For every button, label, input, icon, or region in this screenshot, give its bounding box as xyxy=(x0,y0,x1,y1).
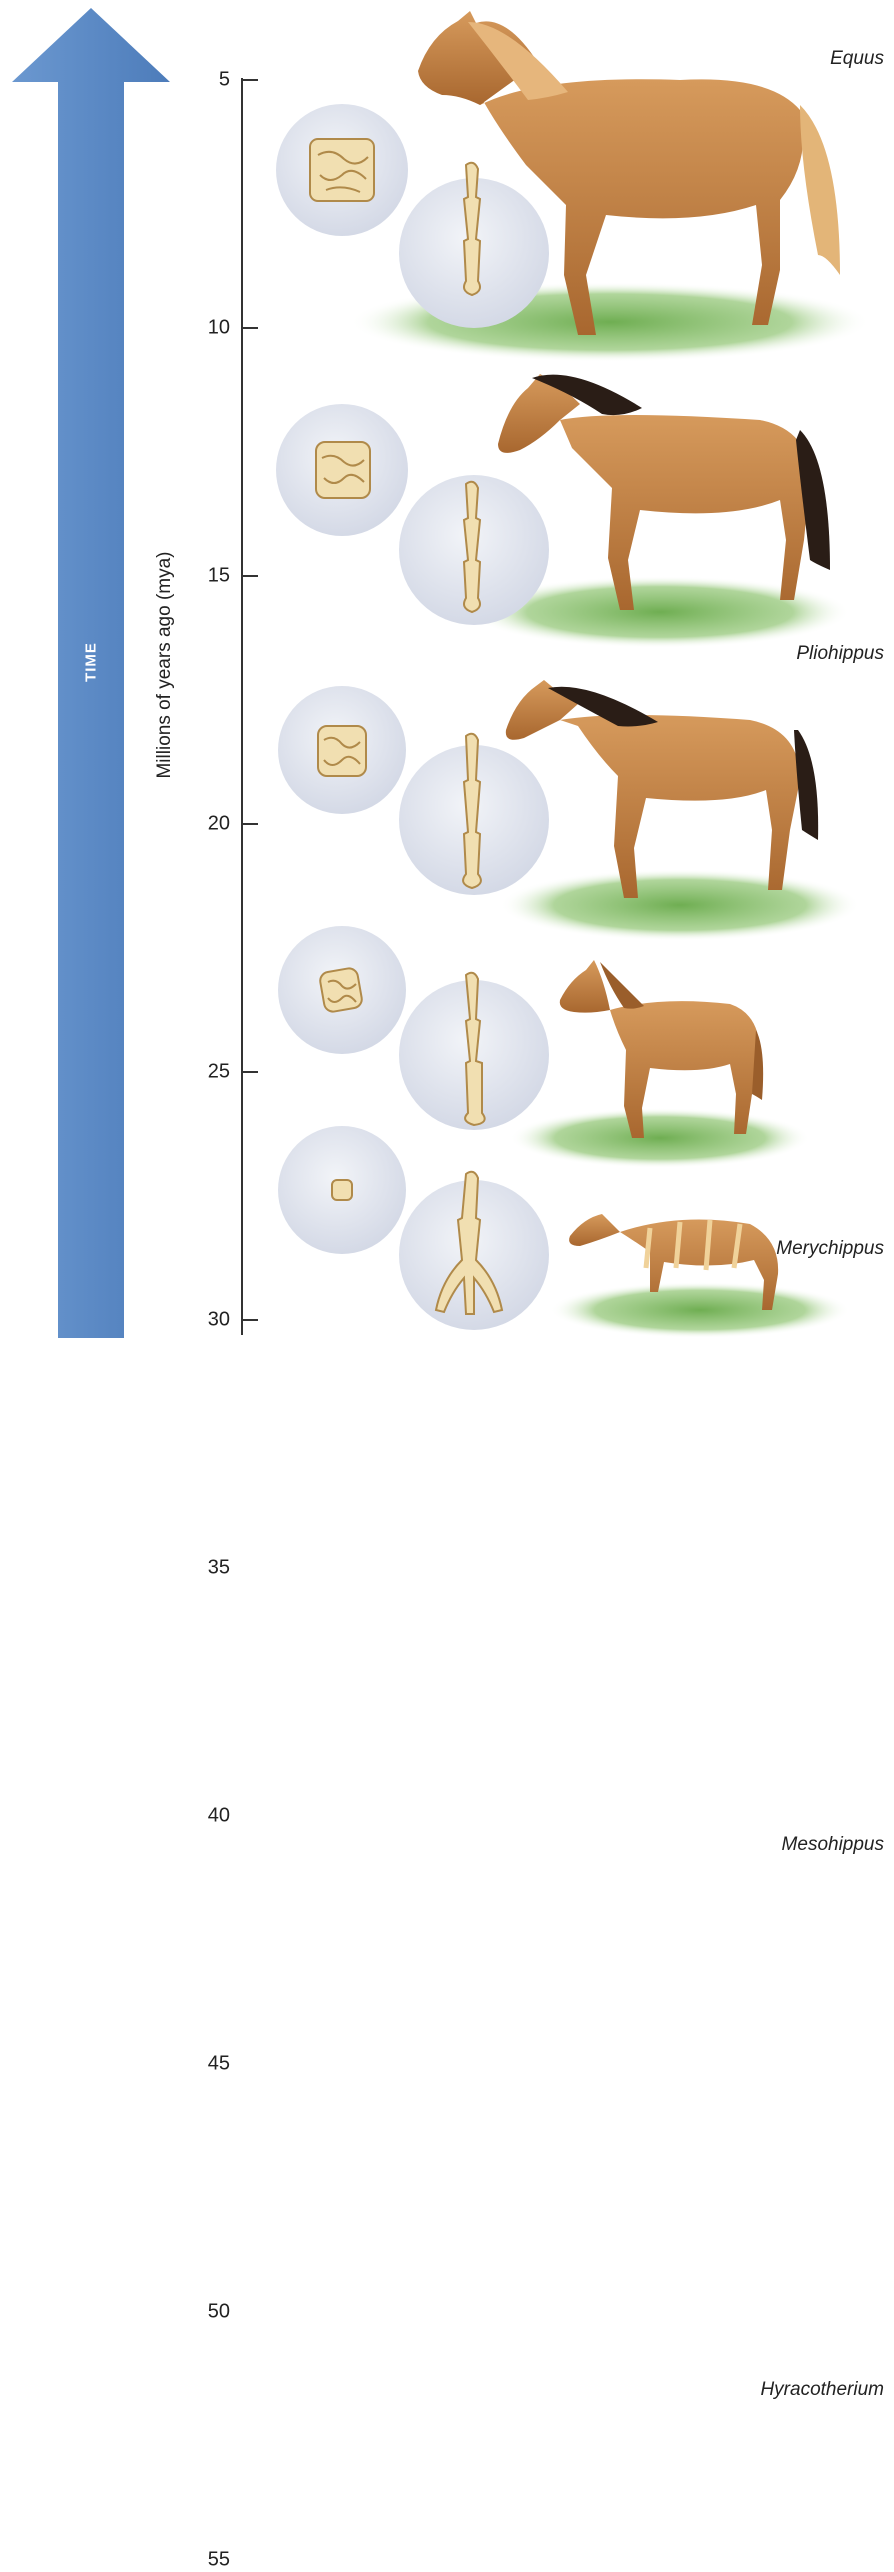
foot-bone xyxy=(464,482,480,612)
species-label: Equus xyxy=(830,48,884,70)
molar-tooth xyxy=(318,726,366,776)
axis-tick-label: 5 xyxy=(170,69,230,92)
illustration-canvas xyxy=(0,0,894,1347)
foot-bone xyxy=(464,163,480,295)
grass-patch xyxy=(510,1108,810,1168)
species-label: Merychippus xyxy=(776,1238,884,1260)
molar-tooth xyxy=(332,1180,352,1200)
row-merychippus xyxy=(278,680,860,941)
axis-tick-label: 45 xyxy=(170,2053,230,2076)
axis-tick-label: 40 xyxy=(170,1805,230,1828)
horse-merychippus xyxy=(506,680,818,898)
row-equus xyxy=(276,11,870,362)
axis-tick-label: 10 xyxy=(170,317,230,340)
horse-evolution-diagram: TIME Millions of years ago (mya) 5101520… xyxy=(0,0,894,1347)
molar-tooth xyxy=(316,442,370,498)
species-label: Pliohippus xyxy=(796,643,884,665)
axis-tick-label: 20 xyxy=(170,813,230,836)
axis-tick-label: 30 xyxy=(170,1309,230,1332)
grass-patch xyxy=(500,869,860,941)
horse-pliohippus xyxy=(498,374,830,610)
axis-tick-label: 35 xyxy=(170,1557,230,1580)
axis-tick-label: 55 xyxy=(170,2549,230,2572)
molar-tooth xyxy=(310,139,374,201)
species-label: Hyracotherium xyxy=(760,2379,884,2401)
grass-patch xyxy=(550,1282,850,1338)
species-label: Mesohippus xyxy=(782,1834,884,1856)
axis-tick-label: 15 xyxy=(170,565,230,588)
molar-tooth xyxy=(319,967,363,1013)
axis-tick-label: 25 xyxy=(170,1061,230,1084)
time-arrow-label: TIME xyxy=(83,627,100,697)
axis-tick-label: 50 xyxy=(170,2301,230,2324)
row-pliohippus xyxy=(276,374,850,648)
axis-ticks xyxy=(242,80,258,1347)
